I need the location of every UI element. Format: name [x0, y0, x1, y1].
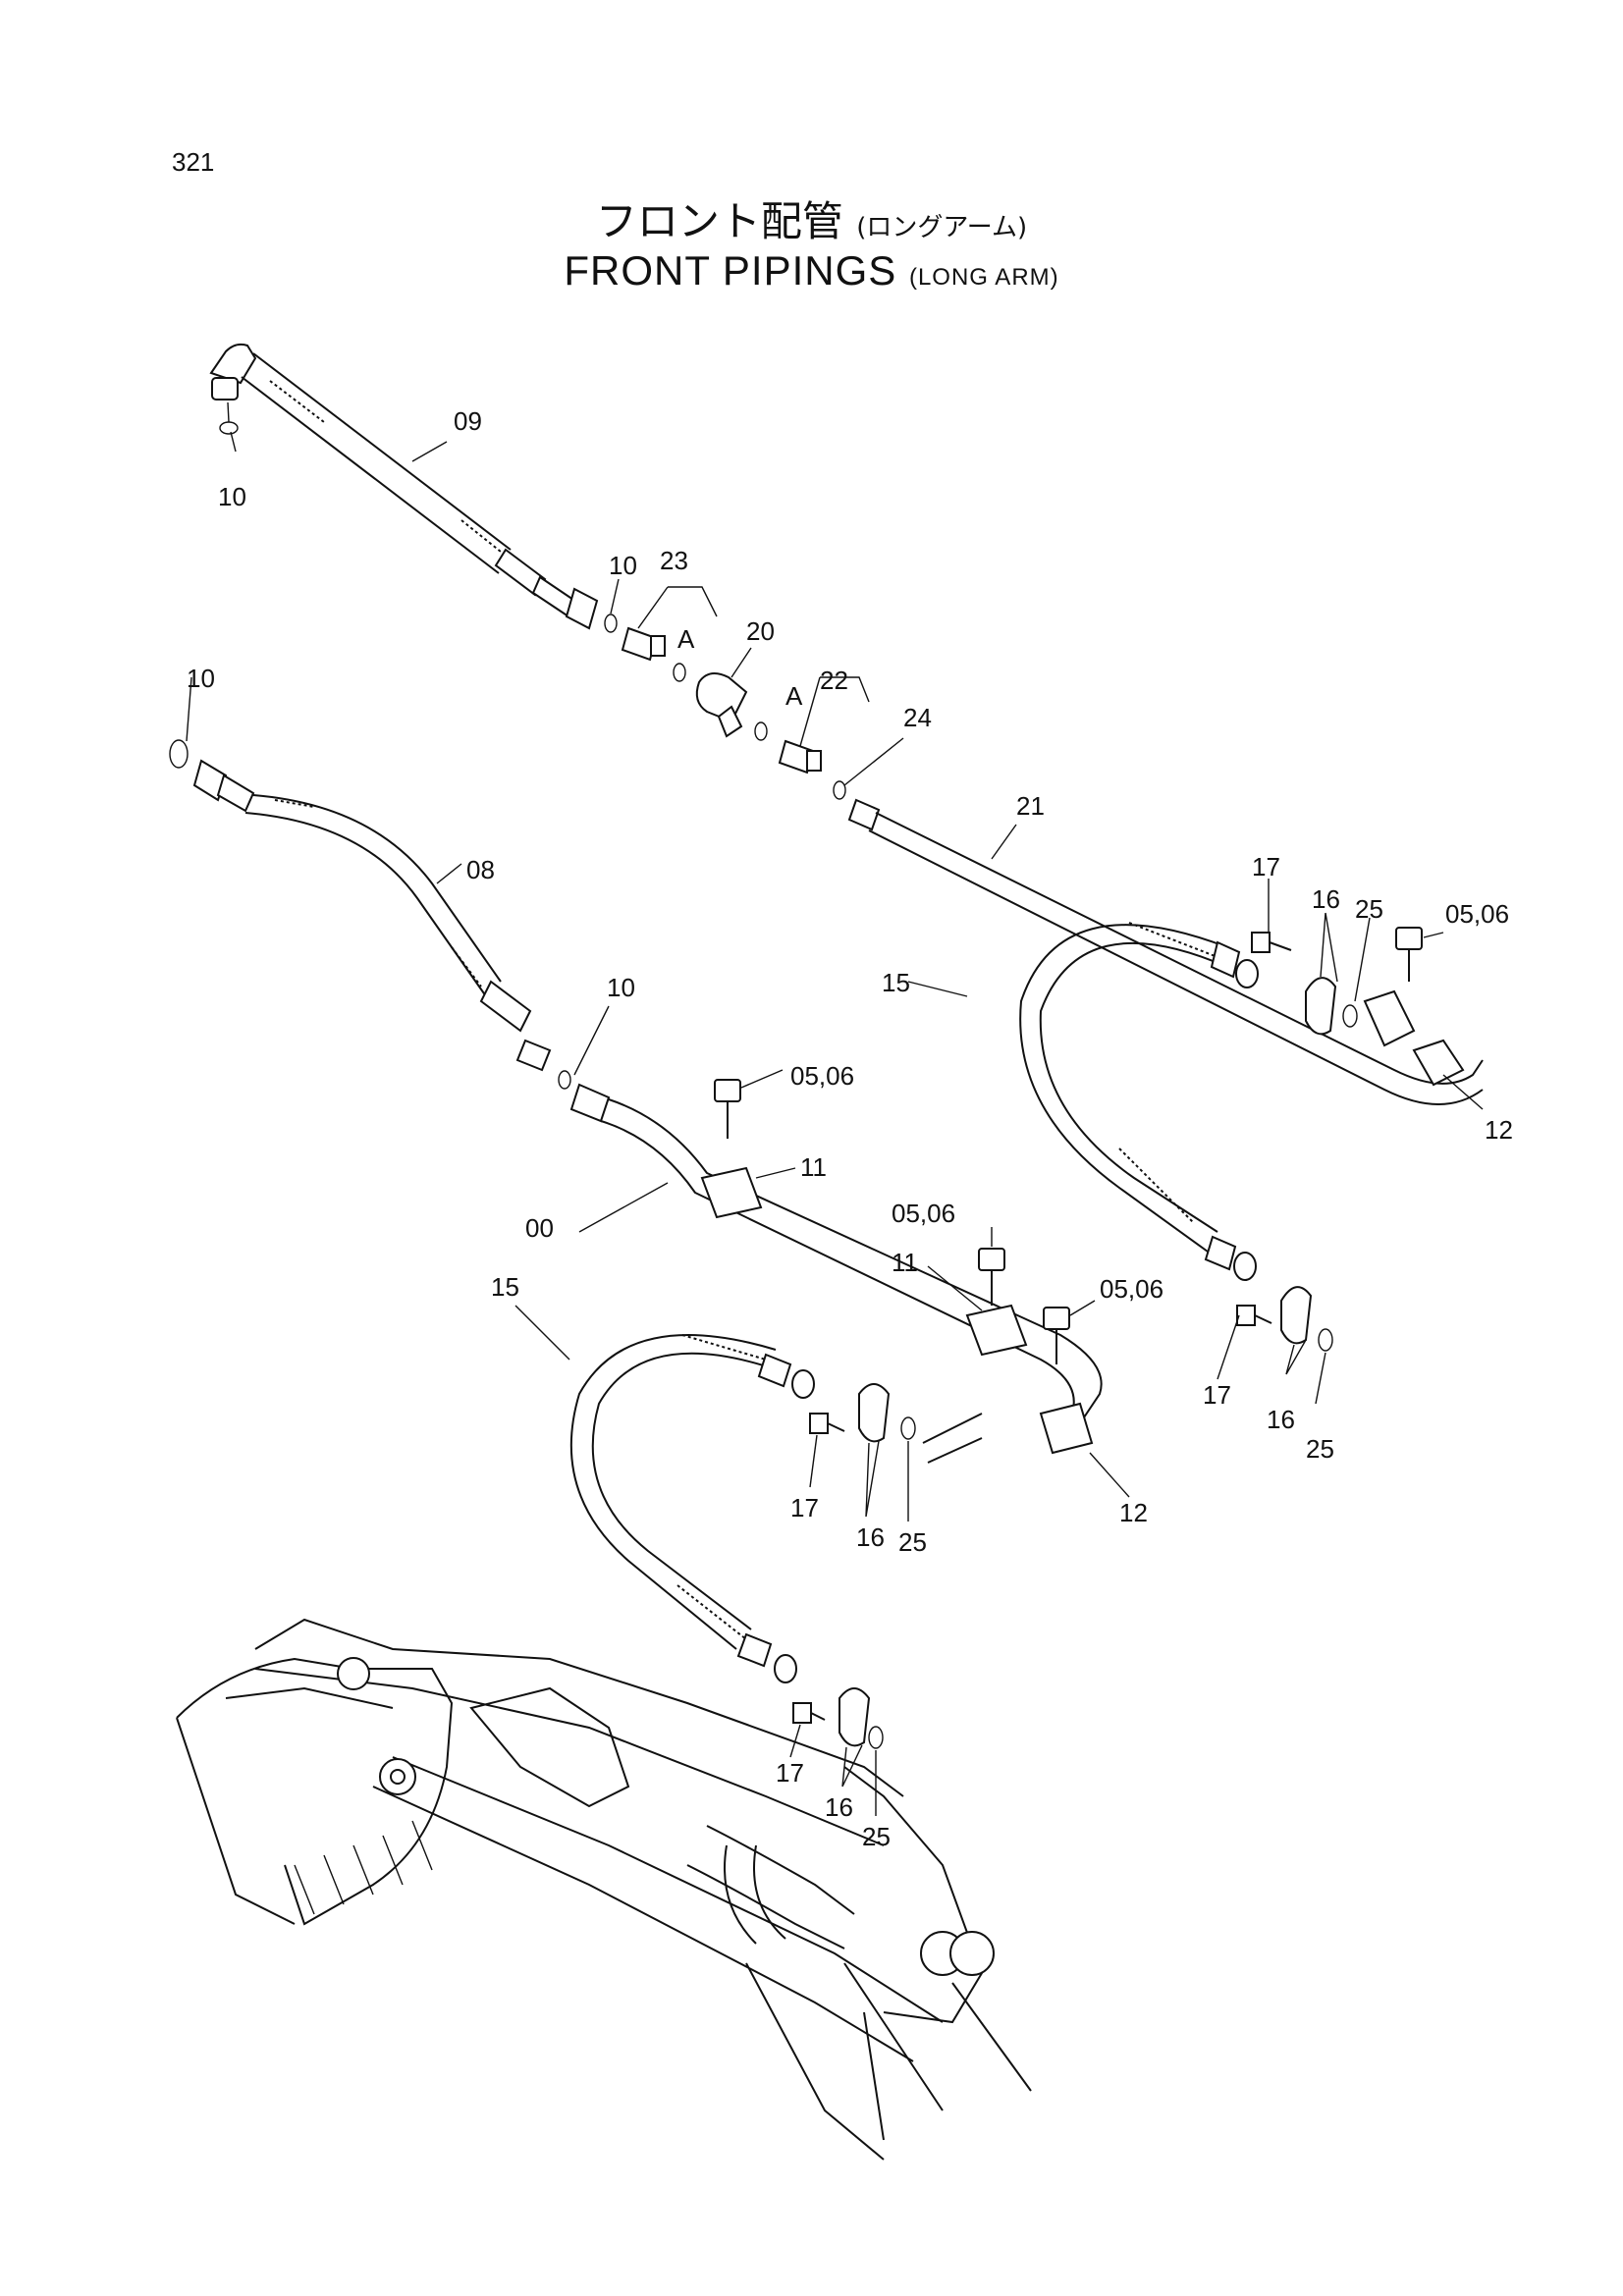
callout-labels: 09 10 10 23 A 20 A 22 24 10 08 21 10 17 … — [187, 406, 1513, 1851]
callout-10-a: 10 — [218, 482, 246, 511]
title-japanese: フロント配管 (ロングアーム) — [0, 188, 1623, 248]
page-number: 321 — [172, 147, 215, 177]
callout-23: 23 — [660, 546, 688, 575]
callout-11-b: 11 — [892, 1248, 918, 1277]
callout-24: 24 — [903, 703, 932, 732]
callout-16-d: 16 — [825, 1792, 853, 1822]
bolt-0506-d — [1043, 1307, 1070, 1364]
hose-08 — [169, 739, 571, 1090]
callout-09: 09 — [454, 406, 482, 436]
callout-0506-b: 05,06 — [790, 1061, 854, 1091]
leader-lines — [186, 431, 1484, 1816]
flange-group-b — [1236, 1286, 1333, 1352]
title-jp-main: フロント配管 — [595, 197, 843, 245]
callout-15-b: 15 — [491, 1272, 519, 1302]
bolt-0506-a — [1395, 927, 1423, 982]
title-en-sub: (LONG ARM) — [908, 264, 1059, 291]
flange-group-d — [792, 1687, 884, 1749]
callout-16-c: 16 — [856, 1522, 885, 1552]
excavator-arm-illustration — [176, 1618, 1032, 2161]
callout-10-b: 10 — [609, 551, 637, 580]
bolt-0506-b — [714, 1079, 741, 1139]
title-jp-sub: (ロングアーム) — [856, 213, 1028, 242]
callout-17-b: 17 — [1203, 1380, 1231, 1410]
title-en-main: FRONT PIPINGS — [564, 247, 897, 294]
pipe-21 — [847, 798, 1484, 1105]
callout-17-d: 17 — [776, 1758, 804, 1788]
hose-15-lower — [569, 1334, 815, 1683]
callout-22: 22 — [820, 666, 848, 695]
callout-12-a: 12 — [1485, 1115, 1513, 1145]
bolt-0506-c — [978, 1248, 1005, 1306]
callout-25-a: 25 — [1355, 894, 1383, 924]
callout-25-c: 25 — [898, 1527, 927, 1557]
callout-17-a: 17 — [1252, 852, 1280, 881]
callout-A-2: A — [785, 681, 803, 711]
callout-A-1: A — [677, 624, 695, 654]
pipe-00 — [569, 1083, 1103, 1464]
callout-25-b: 25 — [1306, 1434, 1334, 1464]
callout-15-a: 15 — [882, 968, 910, 997]
hose-15-upper — [1019, 922, 1259, 1281]
callout-08: 08 — [466, 855, 495, 884]
callout-21: 21 — [1016, 791, 1045, 821]
callout-0506-c: 05,06 — [892, 1199, 955, 1228]
hose-09 — [209, 343, 599, 630]
callout-0506-a: 05,06 — [1445, 899, 1509, 929]
callout-12-b: 12 — [1119, 1498, 1148, 1527]
fitting-chain-upper — [604, 614, 846, 800]
callout-0506-d: 05,06 — [1100, 1274, 1163, 1304]
callout-10-c: 10 — [187, 664, 215, 693]
callout-00: 00 — [525, 1213, 554, 1243]
callout-10-d: 10 — [607, 973, 635, 1002]
callout-25-d: 25 — [862, 1822, 891, 1851]
callout-16-a: 16 — [1312, 884, 1340, 914]
callout-11-a: 11 — [800, 1152, 827, 1182]
flange-group-c — [809, 1383, 916, 1443]
callout-20: 20 — [746, 616, 775, 646]
flange-group-a — [1251, 932, 1358, 1036]
callout-17-c: 17 — [790, 1493, 819, 1522]
title-english: FRONT PIPINGS (LONG ARM) — [0, 247, 1623, 294]
callout-16-b: 16 — [1267, 1405, 1295, 1434]
